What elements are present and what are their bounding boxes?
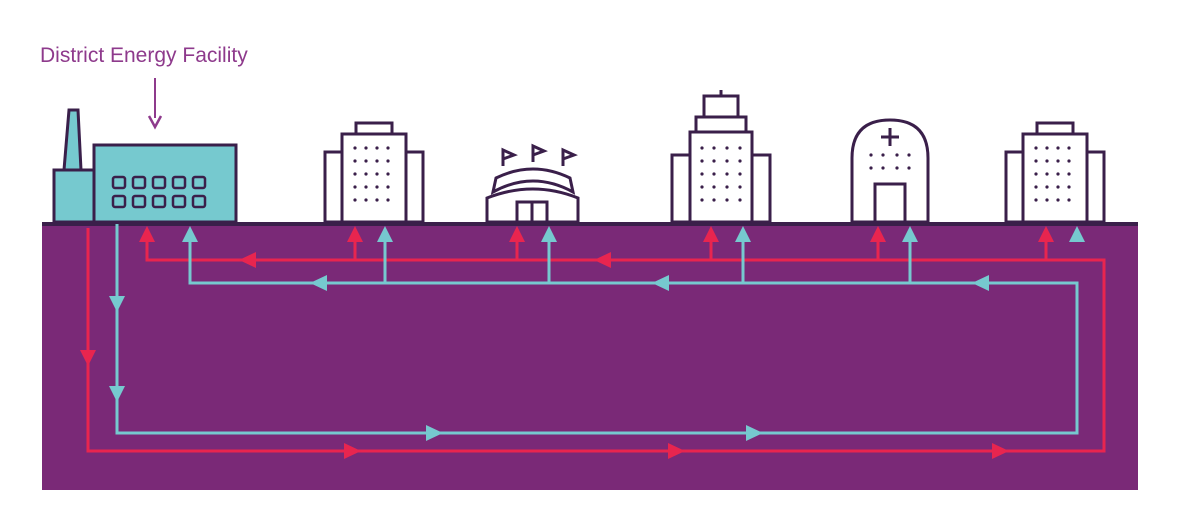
return-arrows: [109, 226, 1085, 441]
skyscraper-icon: [670, 90, 772, 224]
underground-area: [42, 224, 1138, 490]
factory-icon: [52, 108, 238, 224]
label-pointer-arrow: [147, 78, 163, 130]
hospital-icon: [850, 118, 930, 224]
office-building-icon: [323, 121, 425, 224]
stadium-icon: [485, 143, 580, 224]
office-building-icon: [1004, 121, 1106, 224]
facility-label: District Energy Facility: [40, 44, 248, 67]
supply-arrows: [80, 226, 1054, 459]
